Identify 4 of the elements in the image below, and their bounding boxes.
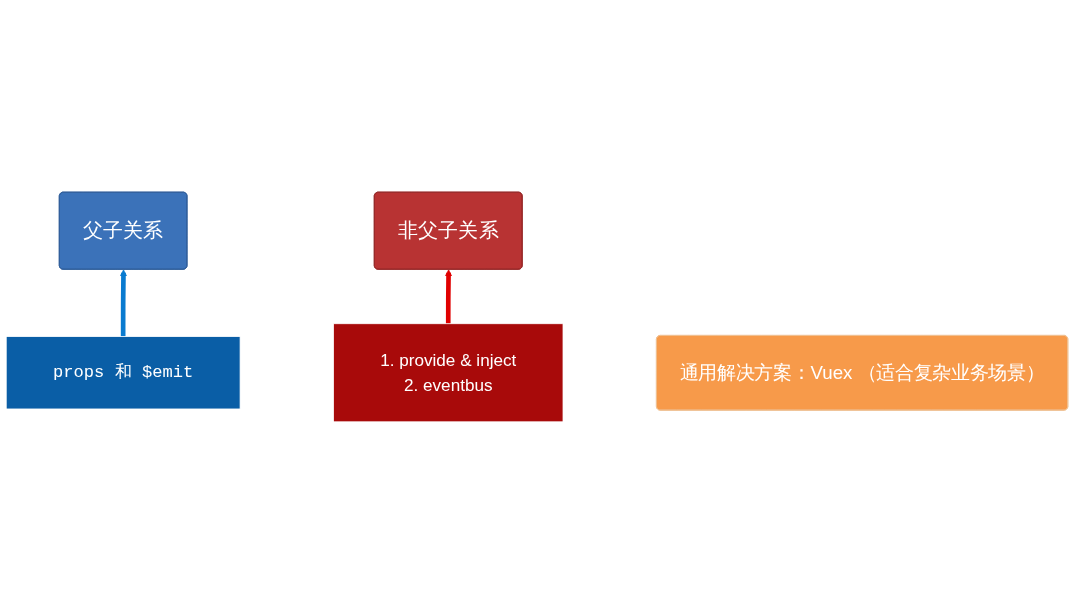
- node-box: props 和 $emit: [5, 336, 241, 410]
- arrow: [120, 269, 127, 337]
- node-box: 1. provide & inject 2. eventbus: [333, 323, 564, 423]
- arrow: [445, 269, 452, 324]
